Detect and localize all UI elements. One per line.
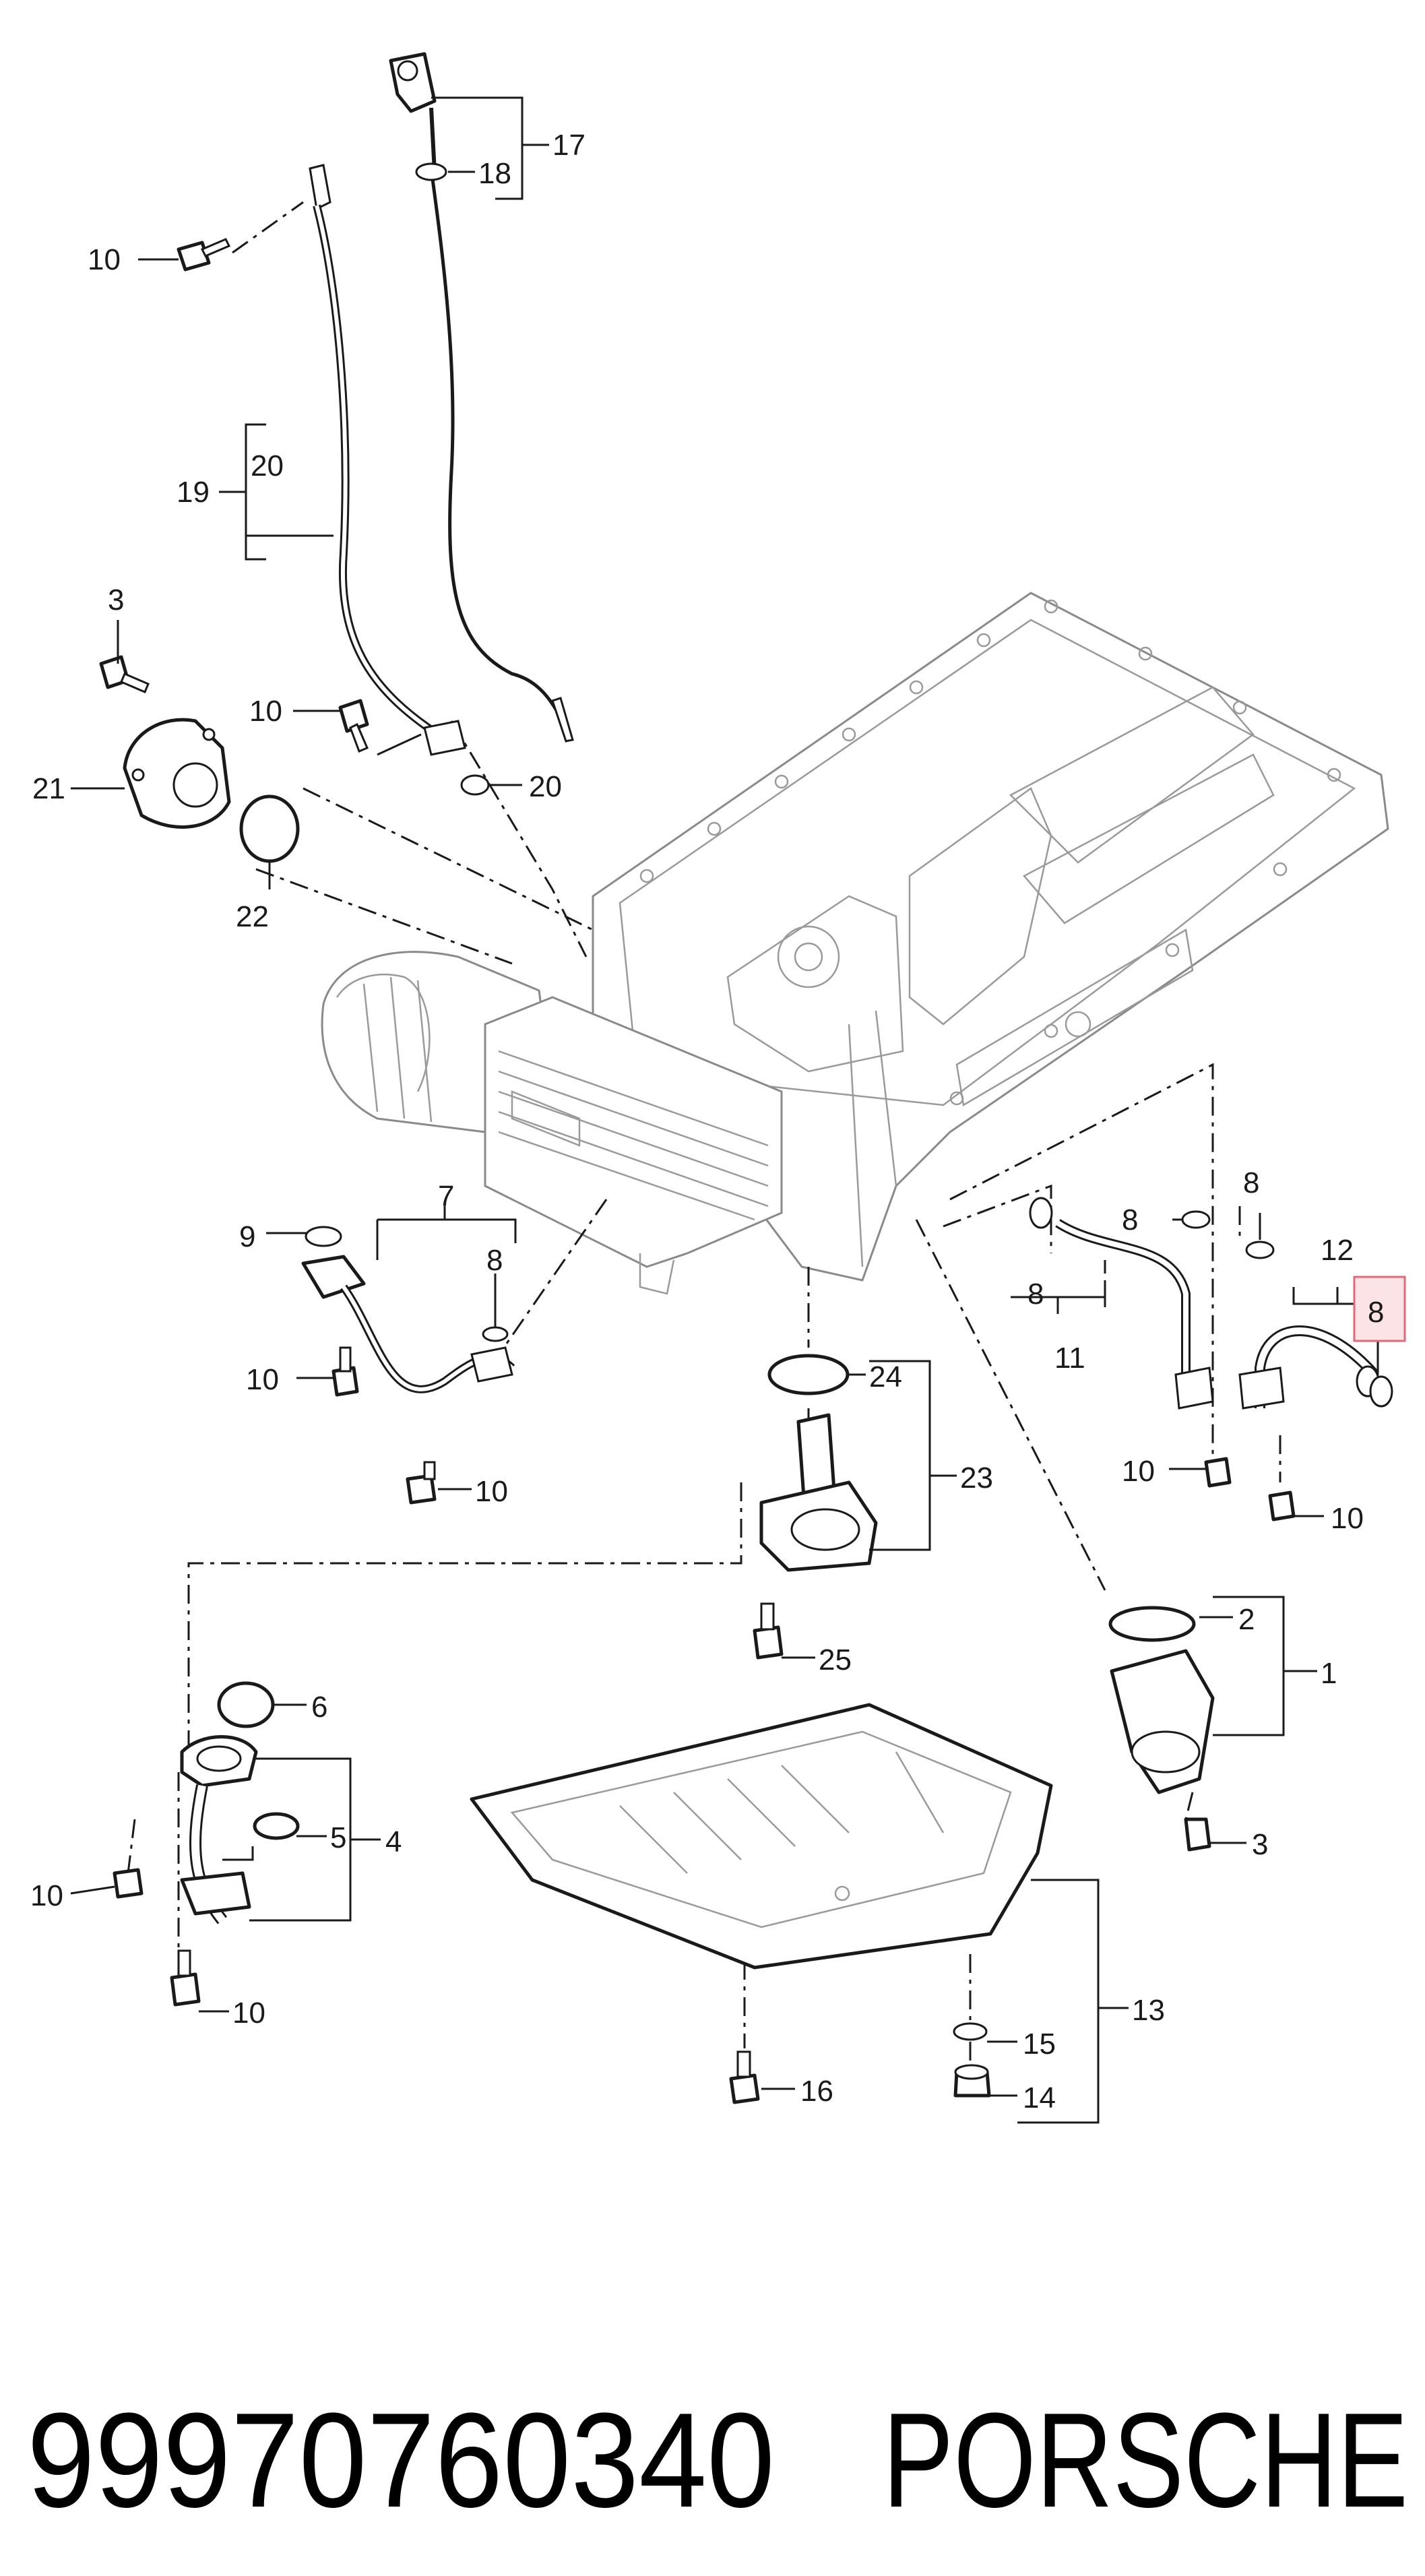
callout-3: 3: [1252, 1828, 1268, 1861]
callout-17: 17: [552, 129, 585, 162]
cover-21: [123, 718, 231, 829]
callout-18: 18: [478, 157, 511, 190]
callout-10: 10: [475, 1475, 508, 1508]
bolt-10-pickup-lower: [170, 1949, 201, 2007]
bolt-10-pipe11: [1204, 1457, 1232, 1488]
callout-8: 8: [1122, 1203, 1138, 1236]
bolt-25: [753, 1602, 784, 1660]
callout-13: 13: [1132, 1994, 1165, 2027]
callout-10: 10: [1122, 1455, 1155, 1488]
callout-8: 8: [1368, 1296, 1384, 1329]
callout-10: 10: [232, 1997, 265, 2030]
callout-2: 2: [1238, 1603, 1255, 1636]
bolt-10-top: [177, 238, 231, 272]
callout-20: 20: [251, 449, 284, 482]
bolt-10-line7: [331, 1346, 359, 1397]
callout-16: 16: [800, 2075, 833, 2108]
drain-plug-14: [953, 2064, 991, 2098]
leader-lines: [70, 96, 1379, 2124]
pipe-12: [1238, 1325, 1380, 1410]
callout-3: 3: [108, 584, 124, 617]
callout-22: 22: [236, 900, 269, 933]
callout-10: 10: [249, 695, 282, 728]
oil-line-7: [301, 1255, 515, 1393]
callout-24: 24: [869, 1360, 902, 1393]
o-ring-5: [253, 1812, 300, 1840]
o-ring-6: [217, 1681, 275, 1728]
o-ring-20-lower: [460, 774, 490, 796]
bolt-16: [729, 2050, 760, 2104]
bolt-3-top: [99, 655, 150, 693]
pipe-11: [1029, 1197, 1214, 1410]
callout-4: 4: [385, 1825, 402, 1858]
callout-20: 20: [529, 770, 562, 803]
callout-19: 19: [177, 476, 210, 509]
brand-name: PORSCHE: [883, 2385, 1408, 2536]
bolt-10-pickup-left: [113, 1868, 144, 1899]
bolts-and-seals: [99, 162, 1393, 2104]
bolt-10-line7-lower: [406, 1461, 437, 1505]
callout-10: 10: [246, 1363, 279, 1396]
callout-21: 21: [32, 772, 65, 805]
gasket-24: [767, 1354, 850, 1395]
bolt-10-tube: [338, 699, 369, 753]
callout-8: 8: [1027, 1278, 1044, 1311]
oil-pickup-4: [180, 1735, 258, 1924]
callout-7: 7: [438, 1180, 454, 1213]
callout-23: 23: [960, 1462, 993, 1495]
seal-15: [953, 2022, 988, 2041]
assembly-dash-lines: [127, 201, 1281, 2069]
callout-10: 10: [1331, 1502, 1364, 1535]
oil-level-sensor-23: [759, 1413, 878, 1572]
o-ring-18: [415, 162, 447, 181]
o-ring-8-right: [1245, 1240, 1275, 1259]
callout-6: 6: [311, 1691, 327, 1724]
bolt-10-pipe12: [1268, 1490, 1296, 1521]
callout-25: 25: [819, 1643, 852, 1676]
callout-12: 12: [1321, 1234, 1354, 1267]
callout-14: 14: [1023, 2081, 1056, 2114]
highlight-box-part-8: [1353, 1276, 1406, 1342]
o-ring-8-line7: [482, 1326, 509, 1342]
callout-8: 8: [1243, 1166, 1259, 1199]
callout-10: 10: [88, 243, 121, 276]
o-ring-8-pipe11: [1181, 1210, 1211, 1229]
callout-10: 10: [30, 1879, 63, 1912]
callout-labels: 17 18 10 20 19 3 10 21 20 22 7 9 8 10 10…: [30, 129, 1384, 2114]
callout-1: 1: [1321, 1657, 1337, 1690]
lower-oil-pan-13: [470, 1703, 1053, 1970]
callout-15: 15: [1023, 2028, 1056, 2061]
callout-8: 8: [486, 1244, 503, 1277]
oil-suction-pipe-1: [1108, 1606, 1215, 1794]
rim-bolt-bosses: [639, 599, 1341, 1106]
o-ring-8-highlighted: [1369, 1375, 1393, 1408]
o-ring-9: [305, 1226, 342, 1247]
callout-5: 5: [330, 1821, 346, 1854]
part-number: 99970760340: [27, 2385, 775, 2536]
callout-9: 9: [239, 1220, 255, 1253]
callout-11: 11: [1054, 1342, 1085, 1375]
dipstick-guide-tube: [309, 164, 466, 756]
gasket-22: [239, 794, 300, 863]
engine-oil-pan-upper-ghost: [321, 592, 1389, 1295]
oil-cooler-ghost: [484, 996, 783, 1295]
dipstick-assembly: [389, 52, 574, 743]
bolt-3-lower: [1184, 1817, 1211, 1852]
